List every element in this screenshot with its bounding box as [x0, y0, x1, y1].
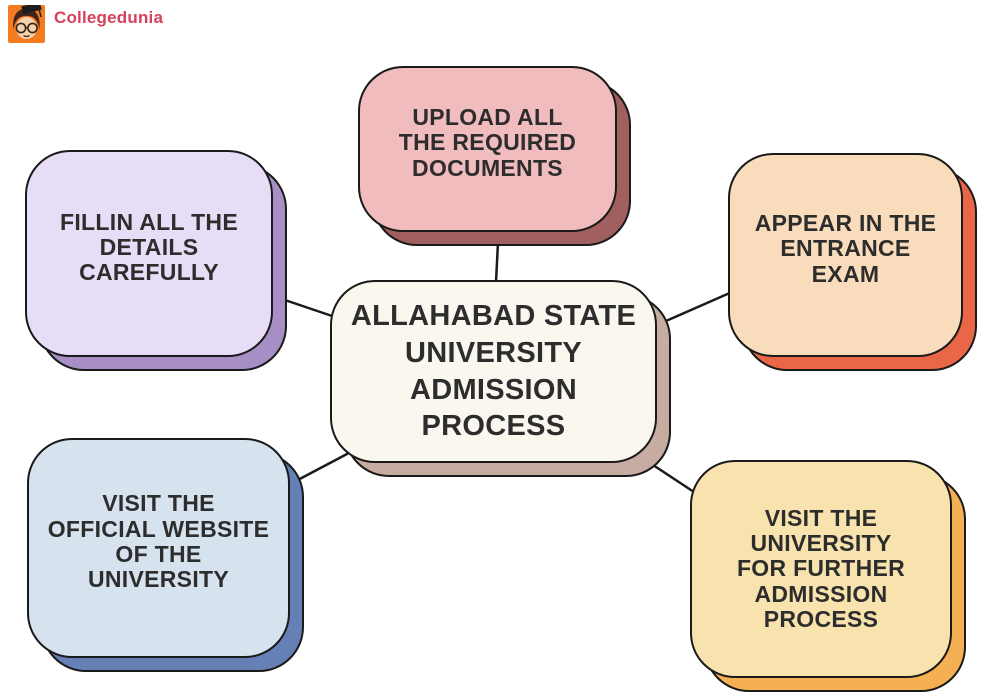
node-label: UPLOAD ALL THE REQUIRED DOCUMENTS	[398, 104, 577, 181]
node-visit-official-website: VISIT THE OFFICIAL WEBSITE OF THE UNIVER…	[27, 438, 304, 672]
connector-center-bottom-left	[292, 452, 349, 484]
node-box: FILLIN ALL THE DETAILS CAREFULLY	[25, 150, 273, 357]
node-visit-university-further: VISIT THE UNIVERSITY FOR FURTHER ADMISSI…	[690, 460, 966, 692]
node-box: APPEAR IN THE ENTRANCE EXAM	[728, 153, 963, 357]
node-upload-documents: UPLOAD ALL THE REQUIRED DOCUMENTS	[358, 66, 631, 246]
node-label: VISIT THE UNIVERSITY FOR FURTHER ADMISSI…	[736, 504, 906, 632]
node-label: FILLIN ALL THE DETAILS CAREFULLY	[60, 208, 238, 286]
node-entrance-exam: APPEAR IN THE ENTRANCE EXAM	[728, 153, 977, 371]
node-label: APPEAR IN THE ENTRANCE EXAM	[754, 210, 937, 287]
node-box: VISIT THE OFFICIAL WEBSITE OF THE UNIVER…	[27, 438, 290, 658]
node-box: VISIT THE UNIVERSITY FOR FURTHER ADMISSI…	[690, 460, 952, 678]
brand-header: Collegedunia	[8, 5, 163, 43]
node-admission-process-center: ALLAHABAD STATE UNIVERSITY ADMISSION PRO…	[330, 280, 671, 477]
node-box: UPLOAD ALL THE REQUIRED DOCUMENTS	[358, 66, 617, 232]
node-label: VISIT THE OFFICIAL WEBSITE OF THE UNIVER…	[47, 490, 270, 593]
node-label: ALLAHABAD STATE UNIVERSITY ADMISSION PRO…	[350, 299, 637, 443]
connector-center-bottom-right	[648, 461, 699, 496]
collegedunia-mascot-icon	[8, 5, 45, 43]
node-fill-details: FILLIN ALL THE DETAILS CAREFULLY	[25, 150, 287, 371]
brand-name: Collegedunia	[54, 8, 164, 27]
node-box: ALLAHABAD STATE UNIVERSITY ADMISSION PRO…	[330, 280, 657, 463]
connector-center-top	[494, 240, 500, 284]
